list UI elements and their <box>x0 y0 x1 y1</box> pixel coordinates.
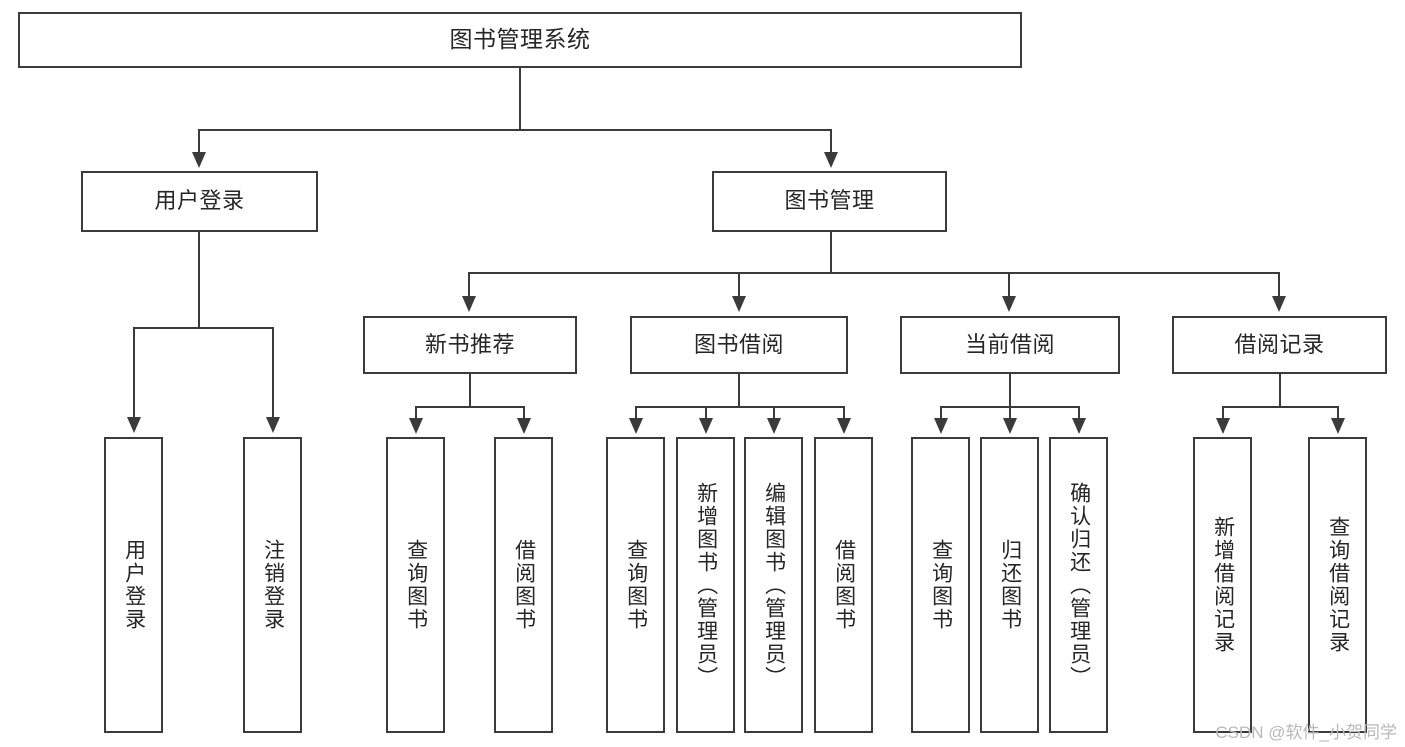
node-label: 新增图书（管理员） <box>694 481 718 689</box>
connector-user-login-stem <box>198 232 200 328</box>
connector-book-borrow-stem <box>738 374 740 407</box>
arrowhead-book-borrow-child-3-icon <box>837 418 851 434</box>
arrowhead-borrow-record-child-0-icon <box>1216 418 1230 434</box>
leaf-book-borrow-add-book-admin[interactable]: 新增图书（管理员） <box>676 437 735 733</box>
arrowhead-to-book-management-icon <box>824 152 838 168</box>
node-label: 当前借阅 <box>964 331 1055 357</box>
node-label: 确认归还（管理员） <box>1067 481 1091 689</box>
node-label: 查询图书 <box>624 539 648 631</box>
leaf-book-borrow-query-books[interactable]: 查询图书 <box>606 437 665 733</box>
node-label: 归还图书 <box>998 539 1022 631</box>
node-label: 图书管理 <box>784 188 875 214</box>
arrowhead-to-new-book-recommend-icon <box>462 296 476 312</box>
node-root-book-management-system[interactable]: 图书管理系统 <box>18 12 1022 68</box>
node-book-management[interactable]: 图书管理 <box>712 171 947 232</box>
connector-bm-to-current-borrow <box>1008 272 1010 298</box>
connector-new-book-child-0 <box>415 406 417 420</box>
arrowhead-book-borrow-child-0-icon <box>629 418 643 434</box>
arrowhead-to-user-login-icon <box>192 152 206 168</box>
node-label: 新书推荐 <box>424 331 515 357</box>
node-label: 用户登录 <box>122 539 146 631</box>
leaf-book-borrow-borrow-books[interactable]: 借阅图书 <box>814 437 873 733</box>
connector-root-to-user-login <box>198 129 200 154</box>
connector-current-borrow-stem <box>1009 374 1011 407</box>
connector-bm-to-book-borrow <box>738 272 740 298</box>
node-user-login[interactable]: 用户登录 <box>81 171 318 232</box>
node-label: 借阅图书 <box>832 539 856 631</box>
arrowhead-new-book-child-0-icon <box>409 418 423 434</box>
connector-new-book-child-1 <box>523 406 525 420</box>
node-book-borrow[interactable]: 图书借阅 <box>630 316 848 374</box>
arrowhead-to-borrow-record-icon <box>1272 296 1286 312</box>
connector-user-login-child-0 <box>133 327 135 419</box>
leaf-current-borrow-query-books[interactable]: 查询图书 <box>911 437 970 733</box>
arrowhead-book-borrow-child-1-icon <box>699 418 713 434</box>
node-label: 借阅记录 <box>1234 331 1325 357</box>
connector-root-stem <box>519 68 521 130</box>
node-borrow-record[interactable]: 借阅记录 <box>1172 316 1387 374</box>
watermark-text: CSDN @软件_小贺同学 <box>1215 723 1397 742</box>
arrowhead-user-login-child-1-icon <box>266 417 280 433</box>
arrowhead-borrow-record-child-1-icon <box>1331 418 1345 434</box>
connector-book-borrow-child-1 <box>705 406 707 420</box>
connector-user-login-bus <box>133 327 274 329</box>
leaf-borrow-record-add-record[interactable]: 新增借阅记录 <box>1193 437 1252 733</box>
node-label: 新增借阅记录 <box>1211 516 1235 654</box>
leaf-current-borrow-return-books[interactable]: 归还图书 <box>980 437 1039 733</box>
connector-borrow-record-child-1 <box>1337 406 1339 420</box>
node-label: 查询借阅记录 <box>1326 516 1350 654</box>
leaf-user-login-logout[interactable]: 注销登录 <box>243 437 302 733</box>
leaf-borrow-record-query-record[interactable]: 查询借阅记录 <box>1308 437 1367 733</box>
connector-book-borrow-child-2 <box>773 406 775 420</box>
connector-borrow-record-child-0 <box>1222 406 1224 420</box>
connector-bm-to-borrow-record <box>1278 272 1280 298</box>
node-label: 查询图书 <box>404 539 428 631</box>
leaf-book-borrow-edit-book-admin[interactable]: 编辑图书（管理员） <box>744 437 803 733</box>
node-label: 图书借阅 <box>693 331 784 357</box>
node-current-borrow[interactable]: 当前借阅 <box>900 316 1120 374</box>
node-label: 查询图书 <box>929 539 953 631</box>
connector-current-borrow-child-1 <box>1009 406 1011 420</box>
connector-borrow-record-bus <box>1222 406 1339 408</box>
arrowhead-new-book-child-1-icon <box>517 418 531 434</box>
arrowhead-book-borrow-child-2-icon <box>767 418 781 434</box>
leaf-user-login-login[interactable]: 用户登录 <box>104 437 163 733</box>
connector-book-management-bus <box>468 272 1280 274</box>
arrowhead-current-borrow-child-2-icon <box>1072 418 1086 434</box>
arrowhead-current-borrow-child-0-icon <box>934 418 948 434</box>
leaf-current-borrow-confirm-return-admin[interactable]: 确认归还（管理员） <box>1049 437 1108 733</box>
leaf-new-book-borrow-books[interactable]: 借阅图书 <box>494 437 553 733</box>
node-label: 借阅图书 <box>512 539 536 631</box>
arrowhead-current-borrow-child-1-icon <box>1003 418 1017 434</box>
node-label: 用户登录 <box>154 188 245 214</box>
connector-current-borrow-child-0 <box>940 406 942 420</box>
connector-user-login-child-1 <box>272 327 274 419</box>
connector-book-borrow-bus <box>635 406 844 408</box>
connector-root-bus <box>198 129 832 131</box>
connector-borrow-record-stem <box>1279 374 1281 407</box>
arrowhead-user-login-child-0-icon <box>127 417 141 433</box>
node-label: 图书管理系统 <box>449 26 591 53</box>
connector-new-book-stem <box>469 374 471 407</box>
arrowhead-to-book-borrow-icon <box>732 296 746 312</box>
connector-bm-to-new-book <box>468 272 470 298</box>
leaf-new-book-query-books[interactable]: 查询图书 <box>386 437 445 733</box>
connector-book-management-stem <box>830 232 832 273</box>
node-label: 编辑图书（管理员） <box>762 481 786 689</box>
connector-book-borrow-child-3 <box>843 406 845 420</box>
connector-book-borrow-child-0 <box>635 406 637 420</box>
connector-current-borrow-child-2 <box>1078 406 1080 420</box>
connector-root-to-book-management <box>830 129 832 154</box>
node-new-book-recommend[interactable]: 新书推荐 <box>363 316 577 374</box>
node-label: 注销登录 <box>261 539 285 631</box>
connector-new-book-bus <box>415 406 525 408</box>
arrowhead-to-current-borrow-icon <box>1002 296 1016 312</box>
